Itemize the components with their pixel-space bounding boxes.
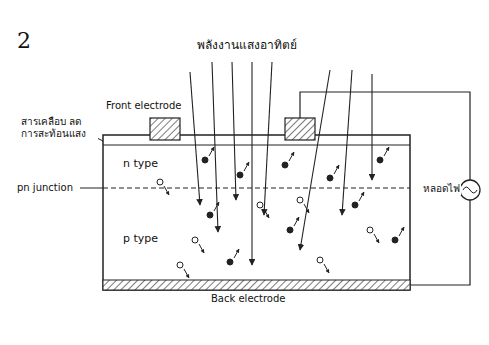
- coating-layer: [103, 145, 410, 146]
- back-electrode: [103, 280, 410, 290]
- p-type-band: p type: [103, 188, 410, 280]
- electron: [207, 202, 219, 218]
- title-label: พลังงานแสงอาทิตย์: [196, 38, 298, 52]
- electron: [282, 152, 294, 168]
- region-label: p type: [121, 232, 160, 245]
- hole: [317, 257, 329, 273]
- n-type-band: n type: [103, 145, 410, 188]
- sun-ray: [371, 74, 372, 180]
- region-label: n type: [121, 157, 160, 170]
- leader-line: [80, 188, 103, 189]
- sun-ray: [212, 62, 218, 232]
- hole: [177, 262, 189, 278]
- electron: [352, 192, 364, 208]
- hole: [257, 202, 269, 218]
- part-label: Back electrode: [210, 293, 286, 305]
- wire: [410, 200, 470, 285]
- cell-body: [103, 135, 410, 290]
- electron: [327, 165, 339, 181]
- wire: [300, 92, 470, 180]
- bulb-filament: [463, 187, 477, 193]
- bulb-symbol: [460, 180, 480, 200]
- part-label: Front electrode: [105, 100, 182, 112]
- part-label: หลอดไฟ: [422, 183, 461, 195]
- sun-ray: [342, 70, 352, 215]
- electron: [287, 217, 299, 233]
- sun-ray: [232, 62, 236, 200]
- front-electrode: [150, 118, 180, 140]
- figure-number: 2: [16, 28, 32, 54]
- hole: [367, 227, 379, 243]
- electron: [392, 227, 404, 243]
- hole: [192, 237, 204, 253]
- sun-ray: [264, 62, 272, 215]
- electron: [237, 162, 249, 178]
- part-label: pn junction: [16, 182, 74, 194]
- sun-ray: [190, 72, 200, 205]
- sun-ray: [300, 70, 330, 250]
- hole: [157, 179, 169, 195]
- hole: [297, 197, 309, 213]
- part-label: สารเคลือบ ลดการสะท้อนแสง: [20, 116, 98, 140]
- electron: [377, 147, 389, 163]
- pn-junction-line: [103, 187, 410, 188]
- electron: [227, 249, 239, 265]
- electron: [202, 147, 214, 163]
- sun-ray: [251, 62, 252, 265]
- front-electrode: [285, 118, 315, 140]
